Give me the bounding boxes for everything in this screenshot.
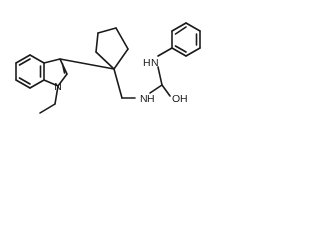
double-bond-inner bbox=[174, 26, 187, 35]
double-bond-inner bbox=[18, 77, 31, 85]
bond bbox=[171, 47, 187, 57]
structure-canvas: N N H H N O H bbox=[0, 0, 245, 152]
bond bbox=[115, 27, 129, 50]
amide-h-top-label: H bbox=[143, 57, 151, 69]
bond bbox=[29, 79, 45, 89]
bond bbox=[59, 58, 115, 70]
bond bbox=[171, 22, 187, 32]
bond bbox=[113, 68, 123, 99]
bond bbox=[149, 84, 163, 94]
indole-benzene-ring bbox=[15, 54, 45, 89]
chemical-structure: N N H H N O H bbox=[15, 22, 201, 114]
n-methyl-group bbox=[39, 85, 59, 114]
bond bbox=[113, 48, 129, 70]
bond bbox=[39, 103, 56, 114]
indole-nitrogen-label: N bbox=[54, 81, 62, 93]
bond bbox=[185, 22, 201, 32]
hydroxyl-o-label: O bbox=[172, 93, 180, 105]
cyclopentane-ring bbox=[95, 27, 129, 70]
amide-h-left-label: H bbox=[147, 93, 155, 105]
atom-labels: N N H H N O H bbox=[54, 57, 187, 105]
amide-n-left-label: N bbox=[140, 93, 148, 105]
urea-core bbox=[149, 66, 171, 97]
double-bond-inner bbox=[174, 45, 187, 53]
double-bond-inner bbox=[18, 58, 31, 66]
bond bbox=[29, 54, 45, 64]
double-bond-inner bbox=[61, 63, 66, 74]
bond bbox=[97, 27, 117, 34]
bond bbox=[161, 84, 171, 97]
bond bbox=[95, 32, 99, 53]
bond bbox=[15, 54, 31, 64]
amide-n-top-label: N bbox=[151, 57, 159, 69]
bond bbox=[15, 79, 31, 89]
bond bbox=[43, 79, 59, 87]
indole-pyrrole-ring bbox=[43, 58, 68, 87]
bond bbox=[157, 47, 173, 57]
methylene-linker bbox=[113, 68, 136, 99]
bond bbox=[185, 47, 201, 57]
hydroxyl-h-label: H bbox=[180, 93, 188, 105]
phenyl-ring bbox=[157, 22, 201, 57]
bond bbox=[95, 51, 115, 70]
bond bbox=[57, 73, 68, 87]
bond bbox=[157, 66, 163, 86]
bond bbox=[43, 58, 61, 64]
bond bbox=[54, 85, 59, 105]
